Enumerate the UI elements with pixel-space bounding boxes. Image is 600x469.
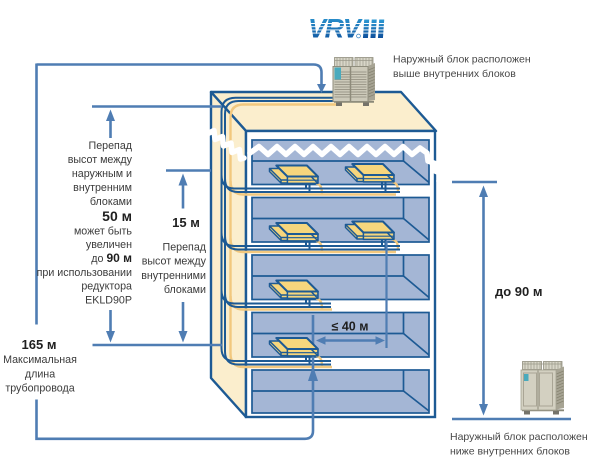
svg-text:выше внутренних блоков: выше внутренних блоков xyxy=(393,68,516,80)
svg-text:может быть: может быть xyxy=(74,225,132,237)
svg-text:редуктора: редуктора xyxy=(81,281,132,293)
svg-text:при использовании: при использовании xyxy=(37,267,132,279)
svg-text:EKLD90P: EKLD90P xyxy=(85,294,132,306)
svg-text:до 90 м: до 90 м xyxy=(91,251,132,265)
svg-text:≤ 40 м: ≤ 40 м xyxy=(332,320,369,334)
svg-text:50 м: 50 м xyxy=(102,208,132,224)
svg-text:15 м: 15 м xyxy=(172,215,200,230)
svg-text:внутренними: внутренними xyxy=(141,270,206,282)
svg-text:высот между: высот между xyxy=(68,154,133,166)
svg-text:Наружный блок расположен: Наружный блок расположен xyxy=(450,431,588,443)
svg-text:наружным и: наружным и xyxy=(72,168,132,180)
svg-text:до 90 м: до 90 м xyxy=(495,284,543,299)
svg-text:Наружный блок расположен: Наружный блок расположен xyxy=(393,54,531,66)
svg-text:Максимальная: Максимальная xyxy=(3,354,77,366)
svg-text:Перепад: Перепад xyxy=(163,241,207,253)
svg-text:внутренним: внутренним xyxy=(73,182,132,194)
svg-text:высот между: высот между xyxy=(142,256,207,268)
svg-text:увеличен: увеличен xyxy=(86,239,132,251)
svg-text:165 м: 165 м xyxy=(22,337,57,352)
svg-text:блоками: блоками xyxy=(90,196,132,208)
svg-text:блоками: блоками xyxy=(164,284,206,296)
svg-text:трубопровода: трубопровода xyxy=(5,383,74,395)
svg-text:длина: длина xyxy=(25,369,55,381)
svg-text:VRV: VRV xyxy=(308,14,363,44)
svg-text:Перепад: Перепад xyxy=(89,140,133,152)
svg-text:ниже внутренних блоков: ниже внутренних блоков xyxy=(450,445,570,457)
